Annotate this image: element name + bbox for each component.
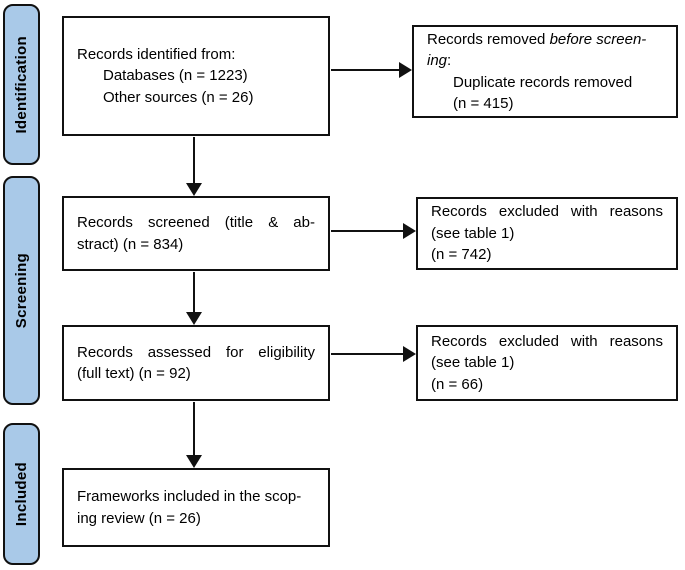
duplicates-removed-label: Duplicate records removed — [453, 73, 633, 91]
records-identified-databases: Databases (n = 1223) — [103, 67, 248, 85]
stage-screening-label: Screening — [13, 252, 30, 329]
arrow-screened-to-excluded — [331, 223, 416, 239]
stage-included-label: Included — [13, 461, 30, 527]
box-records-screened: Records screened (title & ab- stract) (n… — [62, 196, 330, 271]
box-records-assessed: Records assessed for eligibility (full t… — [62, 325, 330, 401]
frameworks-included-line1: Frameworks included in the scop- — [77, 488, 302, 505]
records-screened-line2: stract) (n = 834) — [77, 235, 184, 253]
records-excluded-eligibility-count: (n = 66) — [431, 375, 484, 393]
records-assessed-line1: Records assessed for eligibility — [77, 343, 315, 361]
records-excluded-screening-line1: Records excluded with reasons — [431, 203, 663, 221]
records-removed-colon: : — [447, 52, 452, 69]
arrow-shaft — [193, 402, 195, 456]
box-records-excluded-eligibility: Records excluded with reasons (see table… — [416, 325, 678, 401]
records-excluded-screening-count: (n = 742) — [431, 246, 492, 264]
records-screened-line1: Records screened (title & ab- — [77, 214, 315, 231]
frameworks-included-line2: ing review (n = 26) — [77, 509, 201, 527]
stage-included: Included — [3, 423, 40, 565]
records-removed-heading-line1: Records removed before screen- — [427, 29, 663, 51]
arrow-identified-to-removed — [331, 62, 412, 78]
arrow-shaft — [331, 69, 400, 71]
arrow-screened-to-assessed — [186, 272, 202, 325]
records-excluded-screening-line2: (see table 1) — [431, 224, 515, 242]
stage-identification: Identification — [3, 4, 40, 165]
box-records-excluded-screening: Records excluded with reasons (see table… — [416, 197, 678, 270]
records-removed-lead: Records removed — [427, 30, 550, 48]
records-excluded-eligibility-line1: Records excluded with reasons — [431, 332, 663, 350]
arrow-identified-to-screened — [186, 137, 202, 196]
stage-identification-label: Identification — [13, 35, 30, 134]
box-frameworks-included: Frameworks included in the scop- ing rev… — [62, 468, 330, 547]
records-removed-heading-line2: ing: — [427, 50, 663, 72]
records-assessed-line2: (full text) (n = 92) — [77, 365, 191, 382]
arrow-shaft — [331, 230, 404, 232]
arrowhead-down-icon — [186, 455, 202, 468]
stage-screening: Screening — [3, 176, 40, 405]
arrowhead-right-icon — [403, 346, 416, 362]
records-identified-other-sources: Other sources (n = 26) — [103, 88, 254, 106]
records-identified-heading: Records identified from: — [77, 45, 236, 63]
box-records-removed: Records removed before screen- ing: Dupl… — [412, 25, 678, 118]
arrow-shaft — [331, 353, 404, 355]
arrowhead-down-icon — [186, 183, 202, 196]
records-removed-italic: before screen- — [549, 30, 647, 48]
box-records-identified: Records identified from: Databases (n = … — [62, 16, 330, 136]
arrowhead-right-icon — [399, 62, 412, 78]
arrow-assessed-to-included — [186, 402, 202, 468]
records-removed-italic-cont: ing — [427, 52, 448, 69]
duplicates-removed-count: (n = 415) — [453, 95, 514, 112]
arrowhead-right-icon — [403, 223, 416, 239]
arrow-shaft — [193, 137, 195, 184]
arrow-shaft — [193, 272, 195, 313]
arrowhead-down-icon — [186, 312, 202, 325]
records-excluded-eligibility-line2: (see table 1) — [431, 354, 515, 372]
arrow-assessed-to-excluded — [331, 346, 416, 362]
